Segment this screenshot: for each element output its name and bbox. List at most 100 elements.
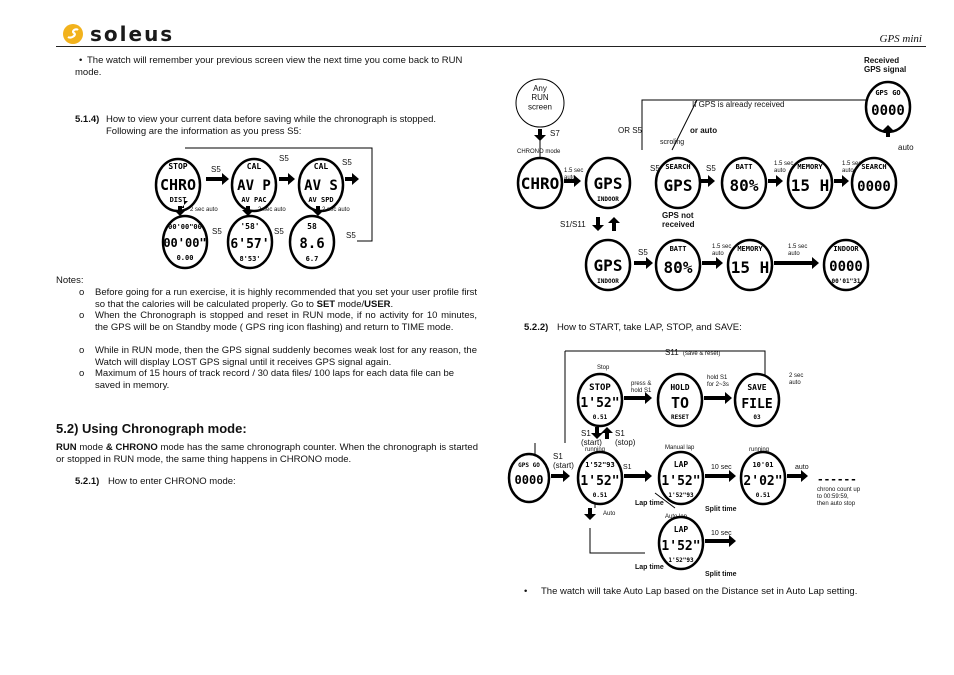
svg-text:15 H: 15 H: [731, 258, 770, 277]
note-item: o Maximum of 15 hours of track record / …: [79, 368, 477, 392]
svg-text:GPS GO: GPS GO: [875, 89, 900, 97]
arrow-down-icon: [592, 217, 604, 231]
svg-text:HOLD: HOLD: [670, 383, 689, 392]
svg-text:(save & reset): (save & reset): [683, 351, 720, 357]
svg-text:auto: auto: [898, 143, 914, 152]
svg-text:AV P: AV P: [237, 178, 271, 194]
svg-text:Auto: Auto: [603, 511, 616, 517]
note-text: When the Chronograph is stopped and rese…: [95, 310, 477, 333]
section-body: RUN mode & CHRONO mode has the same chro…: [56, 442, 478, 465]
arrow-down-icon: [584, 508, 596, 520]
arrow-right-icon: [700, 175, 715, 187]
svg-text:S5: S5: [212, 227, 222, 236]
svg-text:S5: S5: [346, 231, 356, 240]
watch-save-file: SAVE FILE 03: [733, 372, 781, 428]
svg-text:CHRO: CHRO: [160, 176, 196, 194]
arrow-right-icon: [834, 175, 849, 187]
svg-text:03: 03: [753, 414, 761, 421]
svg-text:MEMORY: MEMORY: [737, 245, 763, 253]
svg-text:1'52"93: 1'52"93: [585, 461, 615, 469]
arrow-right-icon: [624, 392, 652, 404]
svg-text:Lap time: Lap time: [635, 500, 664, 507]
arrow-right-icon: [624, 470, 652, 482]
svg-text:15 H: 15 H: [791, 176, 830, 195]
svg-text:GPS: GPS: [664, 176, 693, 195]
svg-text:1'52": 1'52": [661, 474, 700, 489]
arrow-right-icon: [704, 392, 732, 404]
section-number: 5.2.1): [75, 476, 100, 487]
arrow-down-icon: [312, 206, 324, 216]
svg-text:CHRONO mode: CHRONO mode: [517, 149, 561, 155]
svg-text:10 sec: 10 sec: [711, 464, 732, 471]
watch-memory: MEMORY 15 H: [786, 156, 834, 210]
watch-memory-2: MEMORY 15 H: [726, 238, 774, 292]
arrow-up-icon: [882, 125, 894, 137]
svg-text:1'52"93: 1'52"93: [668, 492, 694, 499]
arrow-down-icon: [591, 427, 603, 439]
svg-text:If GPS is already received: If GPS is already received: [692, 100, 784, 109]
section-5-2-1: 5.2.1) How to enter CHRONO mode:: [75, 476, 236, 488]
arrow-right-icon: [787, 470, 808, 482]
section-number: 5.2.2): [524, 322, 549, 333]
svg-text:STOP: STOP: [589, 383, 611, 393]
svg-text:SAVE: SAVE: [747, 383, 766, 392]
section-text: How to enter CHRONO mode:: [107, 476, 236, 487]
svg-text:0.51: 0.51: [593, 492, 608, 499]
svg-text:running: running: [585, 447, 605, 453]
watch-manual-lap: LAP 1'52" 1'52"93: [657, 450, 705, 506]
svg-text:S1(start): S1(start): [581, 429, 602, 447]
svg-text:0.51: 0.51: [756, 492, 771, 499]
svg-text:GPS GO: GPS GO: [518, 462, 540, 469]
svg-text:S5: S5: [274, 227, 284, 236]
svg-text:BATT: BATT: [670, 245, 687, 253]
svg-text:0000: 0000: [871, 103, 905, 119]
svg-text:0000: 0000: [829, 259, 863, 275]
svg-text:'58': '58': [240, 222, 259, 231]
figure-data-screens: STOP CHRO DIST CAL AV P AV PAC CAL AV S …: [154, 147, 373, 270]
svg-text:2 sec auto: 2 sec auto: [190, 207, 218, 213]
svg-text:LAP: LAP: [674, 525, 689, 534]
svg-text:running: running: [749, 447, 769, 453]
watch-auto-lap: LAP 1'52" 1'52"93: [657, 515, 705, 571]
svg-text:S1(stop): S1(stop): [615, 429, 636, 447]
intro-bullet: • The watch will remember your previous …: [75, 55, 483, 79]
svg-text:RESET: RESET: [671, 414, 689, 421]
svg-text:80%: 80%: [664, 258, 693, 277]
svg-text:1'52": 1'52": [580, 474, 619, 489]
svg-text:0000: 0000: [857, 179, 891, 195]
section-5-1-4: 5.1.4) How to view your current data bef…: [75, 114, 477, 138]
svg-text:S7: S7: [550, 129, 560, 138]
svg-text:0000: 0000: [515, 473, 544, 487]
svg-text:INDOOR: INDOOR: [597, 196, 619, 203]
watch-av-speed: CAL AV S AV SPD: [297, 157, 345, 213]
notes-label: Notes:: [56, 275, 84, 286]
svg-text:auto: auto: [795, 464, 809, 471]
svg-text:80%: 80%: [730, 176, 759, 195]
arrow-down-icon: [174, 206, 186, 216]
svg-text:00'00": 00'00": [163, 236, 206, 250]
circle-bullet-icon: o: [79, 345, 85, 356]
note-item: o Before going for a run exercise, it is…: [79, 287, 477, 311]
watch-running-2: 10'01 2'02" 0.51: [739, 450, 787, 506]
svg-text:S1/S11: S1/S11: [560, 220, 586, 229]
circle-bullet-icon: o: [79, 310, 85, 321]
brand-logo: soleus: [62, 22, 174, 46]
svg-text:scroling: scroling: [660, 139, 684, 146]
svg-text:2 sec auto: 2 sec auto: [322, 207, 350, 213]
svg-text:INDOOR: INDOOR: [597, 278, 619, 285]
svg-text:0.00: 0.00: [177, 254, 194, 262]
svg-text:0.51: 0.51: [593, 414, 608, 421]
arrow-right-icon: [705, 470, 736, 482]
svg-text:press &hold S1: press &hold S1: [631, 381, 652, 394]
svg-text:8'53': 8'53': [239, 255, 260, 263]
svg-text:2 sec auto: 2 sec auto: [258, 207, 286, 213]
arrow-right-icon: [705, 535, 736, 547]
